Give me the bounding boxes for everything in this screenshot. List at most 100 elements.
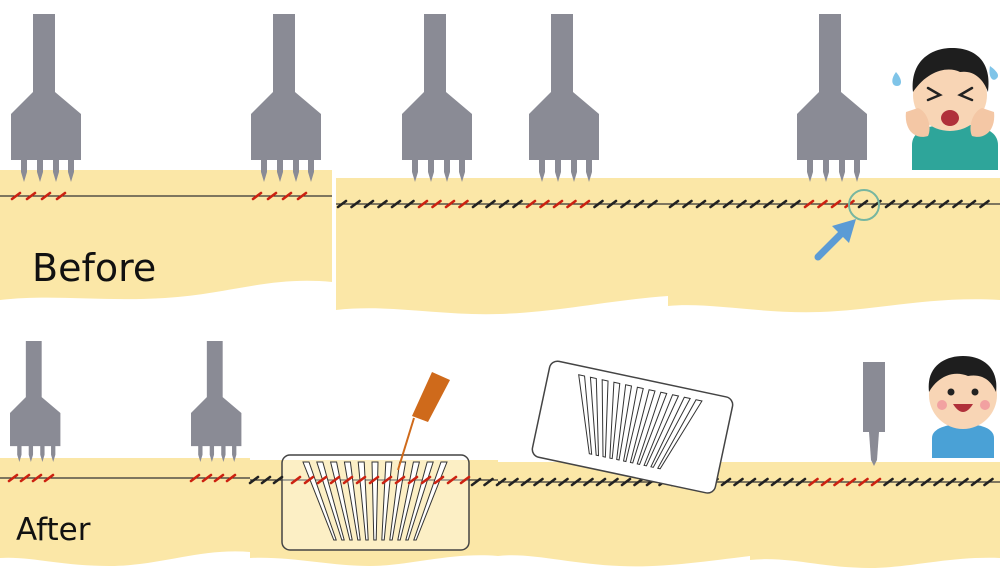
stitch-mark-red: [808, 477, 819, 487]
stitch-mark: [583, 477, 594, 487]
leather-strip-before-1: [0, 170, 332, 300]
stitch-mark: [783, 477, 794, 487]
misalignment-highlight-circle: [848, 189, 880, 221]
stitch-mark: [709, 199, 720, 209]
leather-strip-after-4: [750, 462, 1000, 568]
stitch-mark-red: [281, 191, 293, 201]
pricking-iron-shape: [10, 341, 61, 462]
pricking-iron-shape: [529, 14, 599, 182]
stitch-mark: [485, 199, 496, 209]
stitch-mark: [608, 477, 619, 487]
needle-shape: [589, 376, 600, 457]
stitch-mark: [938, 199, 950, 209]
stitch-mark-red: [10, 191, 22, 201]
stitch-mark-red: [43, 473, 55, 483]
stitch-mark: [952, 199, 963, 209]
stitch-mark-red: [566, 199, 577, 209]
pricking-iron-icon: [11, 14, 81, 182]
stitch-mark: [911, 199, 923, 209]
stitch-mark: [945, 477, 957, 487]
stitch-mark-red: [817, 199, 828, 209]
blue-arrow-icon: [814, 219, 856, 261]
stitch-mark-red: [290, 475, 302, 485]
needle-shape: [609, 381, 621, 460]
stitch-mark: [545, 477, 557, 487]
crying-boy-icon: [892, 48, 998, 170]
stitch-mark-red: [303, 475, 315, 485]
stitch-mark-red: [381, 475, 393, 485]
needle-shape: [389, 461, 407, 541]
stitch-mark: [745, 477, 757, 487]
stitch-mark-red: [845, 477, 857, 487]
after-label: After: [16, 512, 91, 548]
stitch-mark: [471, 199, 483, 209]
stitch-mark: [965, 199, 977, 209]
stitch-mark-red: [433, 475, 445, 485]
stitch-mark: [390, 199, 402, 209]
stitch-mark-red: [833, 477, 844, 487]
stitch-mark-red: [420, 475, 432, 485]
stitch-mark: [570, 477, 582, 487]
stitch-mark: [883, 477, 894, 487]
stitch-mark: [908, 477, 919, 487]
needle-shape: [616, 384, 633, 461]
stitch-mark: [483, 477, 494, 487]
stitch-mark: [533, 477, 544, 487]
pricking-iron-icon: [797, 14, 867, 182]
stitch-mark: [695, 199, 707, 209]
stitch-mark-red: [266, 191, 278, 201]
stitch-mark-red: [40, 191, 52, 201]
stitch-mark-red: [316, 475, 328, 485]
stitch-mark: [498, 199, 510, 209]
stitch-mark: [404, 199, 415, 209]
stitch-mark-red: [296, 191, 308, 201]
stitch-mark: [770, 477, 782, 487]
stitch-mark-red: [342, 475, 354, 485]
stitch-mark: [979, 199, 990, 209]
stitch-mark: [925, 199, 936, 209]
multi-needle-guide-icon: [281, 454, 470, 551]
stitch-mark: [970, 477, 982, 487]
needle-shape: [629, 389, 656, 464]
stitch-mark: [720, 477, 732, 487]
stitch-mark: [377, 199, 388, 209]
stitch-mark: [633, 199, 645, 209]
stitch-mark-red: [431, 199, 442, 209]
stitches-red-group: [10, 191, 308, 201]
pricking-iron-shape: [11, 14, 81, 182]
needle-shape: [650, 396, 691, 468]
stitch-mark-red: [552, 199, 564, 209]
stitch-mark: [884, 199, 896, 209]
stitch-mark-red: [417, 199, 429, 209]
stitch-mark-red: [201, 473, 213, 483]
stitch-mark-red: [459, 475, 471, 485]
stitch-mark: [736, 199, 747, 209]
stitch-mark: [776, 199, 788, 209]
pricking-iron-icon: [191, 341, 242, 462]
stitch-mark-red: [444, 199, 456, 209]
stitch-mark-red: [189, 473, 201, 483]
stitch-mark: [272, 475, 284, 485]
needle-shape: [578, 374, 593, 455]
needle-shape: [343, 461, 361, 541]
needle-shape: [601, 379, 609, 458]
pricking-iron-shape: [797, 14, 867, 182]
stitch-mark-red: [446, 475, 458, 485]
stitch-mark: [508, 477, 519, 487]
stitch-mark-red: [329, 475, 341, 485]
needle-shape: [397, 461, 421, 541]
stitch-mark: [920, 477, 932, 487]
leather-strip-before-2: [336, 178, 668, 315]
pricking-iron-icon: [402, 14, 472, 182]
needle-shape: [636, 391, 668, 465]
smiling-boy-icon: [928, 356, 997, 458]
stitch-mark-red: [539, 199, 550, 209]
stitch-mark: [620, 199, 631, 209]
stitch-mark-red: [458, 199, 469, 209]
stitch-mark-red: [803, 199, 815, 209]
stitch-mark: [248, 475, 260, 485]
stitch-mark: [260, 475, 272, 485]
stitch-mark-red: [355, 475, 367, 485]
stitch-mark: [495, 477, 507, 487]
